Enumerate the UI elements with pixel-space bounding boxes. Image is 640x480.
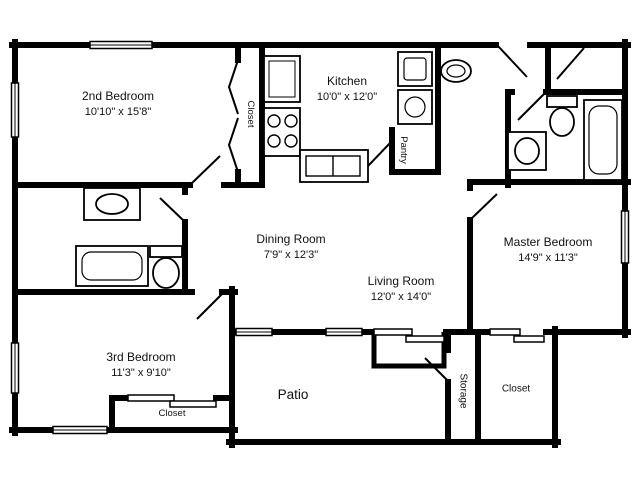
- room-label-third-bedroom-closet: Closet: [158, 407, 186, 419]
- patio-sliding-door: [405, 335, 445, 343]
- room-dims: 14'9" x 11'3": [518, 251, 578, 264]
- burner-icon: [284, 134, 298, 148]
- second-bedroom-door: [191, 155, 221, 184]
- room-dims: 12'0" x 14'0": [370, 290, 432, 303]
- room-label-living-room: Living Room 12'0" x 14'0": [368, 274, 435, 304]
- master-bath-fixtures: [507, 95, 623, 181]
- room-name: Master Bedroom: [503, 235, 593, 250]
- bathroom-sink: [95, 193, 129, 215]
- windows: [10, 40, 630, 435]
- room-label-third-bedroom: 3rd Bedroom 11'3" x 9'10": [106, 350, 175, 380]
- room-dims: 10'0" x 12'0": [316, 90, 378, 103]
- bathroom-sink: [514, 137, 540, 165]
- room-label-hall-closet: Closet: [245, 100, 257, 128]
- stove: [263, 107, 301, 157]
- room-name: Dining Room: [256, 232, 326, 247]
- bathroom-door: [159, 197, 185, 222]
- room-label-kitchen: Kitchen 10'0" x 12'0": [317, 74, 377, 104]
- toilet-tank: [149, 245, 183, 258]
- room-dims: 7'9" x 12'3": [263, 248, 319, 261]
- third-bedroom-closet-sliding-door: [169, 400, 217, 408]
- room-name: Kitchen: [326, 74, 368, 89]
- room-label-second-bedroom: 2nd Bedroom 10'10" x 15'8": [82, 89, 154, 119]
- master-closet-sliding-door: [513, 335, 545, 343]
- toilet: [152, 257, 180, 289]
- toilet: [549, 107, 575, 137]
- door-swings: [159, 45, 585, 381]
- storage-door: [424, 357, 448, 381]
- third-bedroom-door: [196, 293, 223, 320]
- room-dims: 10'10" x 15'8": [84, 105, 152, 118]
- entry-door: [497, 45, 528, 78]
- interior-walls: [12, 42, 631, 445]
- master-bath-door: [517, 93, 545, 121]
- room-label-storage: Storage: [457, 373, 469, 409]
- kitchen-fixtures: [263, 55, 369, 183]
- sliding-doors: [127, 328, 545, 408]
- pantry-door: [367, 141, 392, 167]
- room-dims: 11'3" x 9'10": [111, 366, 171, 379]
- room-label-master-bedroom: Master Bedroom 14'9" x 11'3": [504, 235, 593, 265]
- room-label-pantry: Pantry: [398, 136, 410, 164]
- hall-closet-bifold-door: [227, 117, 239, 173]
- room-label-patio: Patio: [277, 387, 309, 403]
- patio-sliding-door: [373, 328, 413, 336]
- entry-closet-door: [556, 47, 585, 80]
- master-closet-sliding-door: [489, 328, 521, 336]
- hall-closet-bifold-door: [227, 59, 239, 115]
- room-name: Living Room: [367, 274, 435, 289]
- room-name: 3rd Bedroom: [106, 350, 176, 365]
- bathroom-fixtures: [75, 187, 183, 289]
- room-label-dining-room: Dining Room 7'9" x 12'3": [256, 232, 325, 262]
- burner-icon: [284, 114, 298, 128]
- burner-icon: [267, 114, 281, 128]
- third-bedroom-closet-sliding-door: [127, 394, 175, 402]
- patio-step: [371, 332, 447, 369]
- burner-icon: [267, 134, 281, 148]
- room-name: 2nd Bedroom: [81, 89, 155, 104]
- toilet-tank: [546, 95, 578, 108]
- master-bedroom-door: [470, 193, 498, 220]
- laundry-fixtures: [397, 51, 472, 125]
- room-label-master-closet: Closet: [501, 383, 531, 395]
